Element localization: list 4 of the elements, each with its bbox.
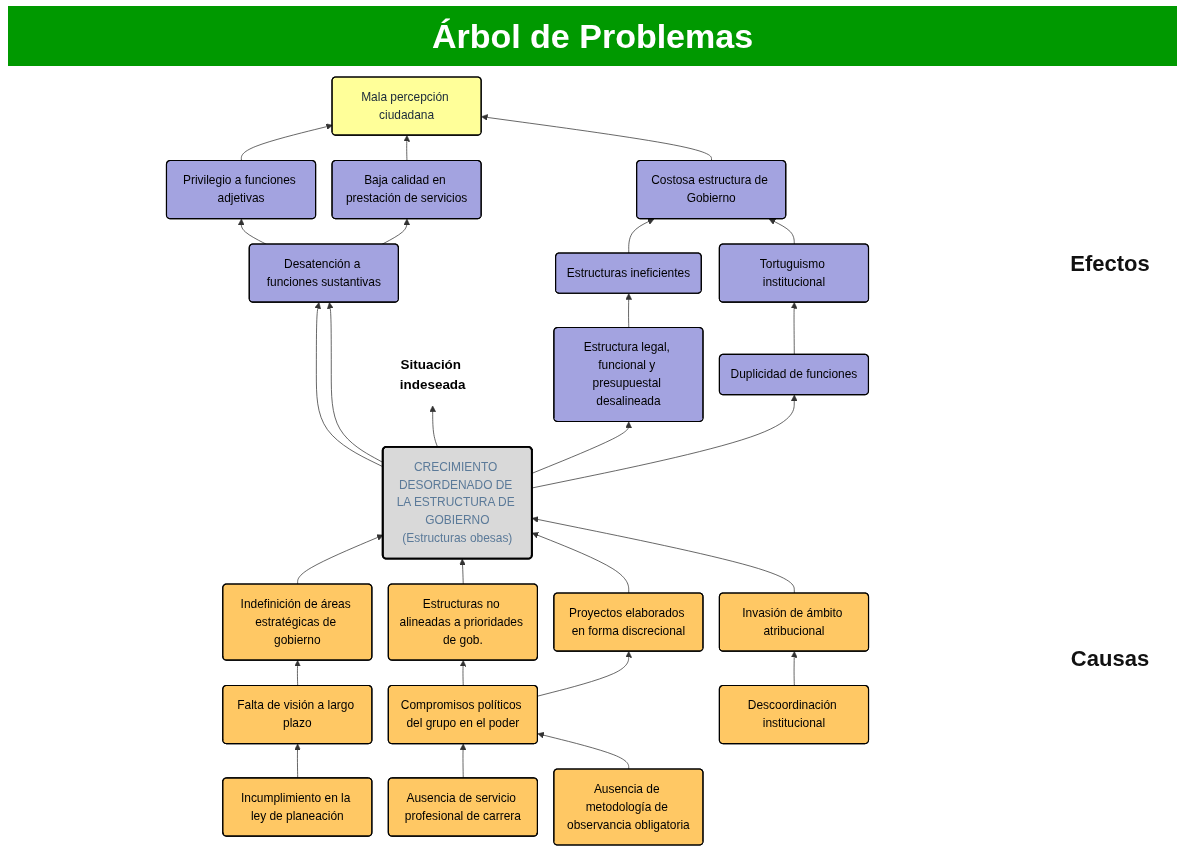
node-text: Situación indeseada: [399, 356, 466, 392]
section-label: Causas: [1070, 645, 1150, 672]
section-label: Efectos: [1070, 250, 1150, 277]
title: Árbol de Problemas: [8, 6, 1177, 66]
